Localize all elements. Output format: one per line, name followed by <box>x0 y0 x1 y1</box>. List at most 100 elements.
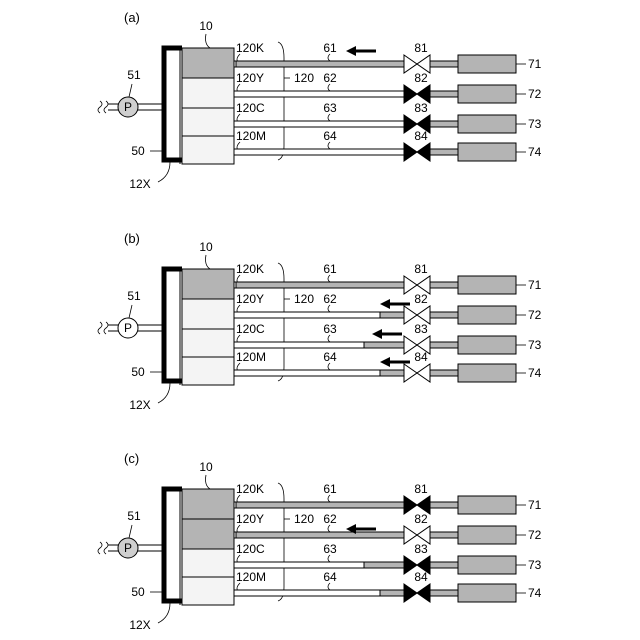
tank-pipe <box>430 562 458 568</box>
break-mark-left <box>98 542 102 554</box>
group-brace <box>278 42 284 160</box>
pipe-leader <box>328 114 330 121</box>
ink-chamber-3 <box>182 329 234 357</box>
manifold-bracket <box>164 269 182 381</box>
supply-row: 120Y628272 <box>234 292 542 324</box>
tank-ref-label: 74 <box>528 145 542 159</box>
head-ref-label: 10 <box>199 19 213 33</box>
tank-pipe <box>430 91 458 97</box>
break-mark-left <box>98 101 102 113</box>
group-brace <box>278 263 284 381</box>
panel-label: (b) <box>124 231 140 246</box>
frame-leader <box>158 603 170 623</box>
ink-fill <box>364 562 404 568</box>
pipe-leader <box>328 142 330 149</box>
ink-fill <box>236 532 404 538</box>
tank-pipe <box>430 342 458 348</box>
ink-tank <box>458 584 516 602</box>
pump-leader <box>129 525 132 538</box>
frame-leader <box>158 383 170 403</box>
flow-arrow-head <box>372 329 382 339</box>
panel-c: (c)10P515012X120120K618171120Y628272120C… <box>98 451 542 632</box>
panel-label: (c) <box>124 451 139 466</box>
tank-pipe <box>430 370 458 376</box>
valve-ref-label: 83 <box>414 101 428 115</box>
valve-ref-label: 81 <box>414 482 428 496</box>
pipe-ref-label: 61 <box>323 41 337 55</box>
ink-fill <box>236 282 404 288</box>
tank-pipe <box>430 61 458 67</box>
pump-leader <box>129 84 132 97</box>
channel-label: 120C <box>236 101 265 115</box>
ink-chamber-1 <box>182 269 234 299</box>
valve-ref-label: 83 <box>414 322 428 336</box>
supply-row: 120C638373 <box>234 322 542 354</box>
tank-ref-label: 71 <box>528 57 542 71</box>
ink-tank <box>458 556 516 574</box>
tank-ref-label: 71 <box>528 278 542 292</box>
tank-pipe <box>430 149 458 155</box>
tank-ref-label: 74 <box>528 586 542 600</box>
ink-fill <box>380 370 404 376</box>
supply-pipe <box>234 370 404 376</box>
supply-row: 120M648474 <box>234 129 542 161</box>
supply-row: 120M648474 <box>234 570 542 602</box>
pipe-ref-label: 64 <box>323 129 337 143</box>
pump-letter: P <box>124 541 132 555</box>
group-ref-label: 120 <box>294 292 314 306</box>
frame-ref-label: 12X <box>129 398 150 412</box>
group-ref-label: 120 <box>294 512 314 526</box>
ink-fill <box>364 342 404 348</box>
pipe-leader <box>328 335 330 342</box>
supply-row: 120M648474 <box>234 350 542 382</box>
ink-chamber-4 <box>182 136 234 164</box>
valve-ref-label: 84 <box>414 570 428 584</box>
supply-pipe <box>234 312 404 318</box>
ink-tank <box>458 85 516 103</box>
valve-ref-label: 81 <box>414 41 428 55</box>
head-ref-label: 10 <box>199 240 213 254</box>
valve-ref-label: 83 <box>414 542 428 556</box>
pipe-leader <box>328 305 330 312</box>
supply-pipe <box>234 121 404 127</box>
ink-tank <box>458 496 516 514</box>
channel-label: 120Y <box>236 512 264 526</box>
ink-fill <box>380 590 404 596</box>
channel-label: 120C <box>236 542 265 556</box>
panel-b: (b)10P515012X120120K618171120Y628272120C… <box>98 231 542 412</box>
panel-label: (a) <box>124 10 140 25</box>
pipe-ref-label: 61 <box>323 262 337 276</box>
channel-label: 120Y <box>236 71 264 85</box>
pipe-leader <box>328 583 330 590</box>
break-mark-left <box>98 322 102 334</box>
ink-chamber-1 <box>182 489 234 519</box>
pipe-leader <box>328 555 330 562</box>
break-mark-right <box>104 542 108 554</box>
supply-row: 120Y628272 <box>234 71 542 103</box>
flow-arrow-head <box>346 46 356 56</box>
tank-pipe <box>430 502 458 508</box>
pipe-leader <box>328 54 330 61</box>
channel-label: 120K <box>236 262 264 276</box>
channel-label: 120Y <box>236 292 264 306</box>
ink-tank <box>458 55 516 73</box>
break-mark-right <box>104 101 108 113</box>
pipe-leader <box>328 84 330 91</box>
channel-label: 120K <box>236 41 264 55</box>
manifold-ref-label: 50 <box>131 365 145 379</box>
ink-chamber-3 <box>182 549 234 577</box>
tank-pipe <box>430 282 458 288</box>
group-ref-label: 120 <box>294 71 314 85</box>
frame-ref-label: 12X <box>129 618 150 632</box>
ink-chamber-2 <box>182 78 234 108</box>
ink-tank <box>458 526 516 544</box>
pipe-ref-label: 62 <box>323 512 337 526</box>
valve-symbol <box>404 364 430 382</box>
break-mark-right <box>104 322 108 334</box>
ink-chamber-4 <box>182 357 234 385</box>
ink-fill <box>236 61 404 67</box>
pipe-leader <box>328 363 330 370</box>
valve-symbol <box>404 143 430 161</box>
pump-letter: P <box>124 100 132 114</box>
head-leader <box>206 34 211 48</box>
